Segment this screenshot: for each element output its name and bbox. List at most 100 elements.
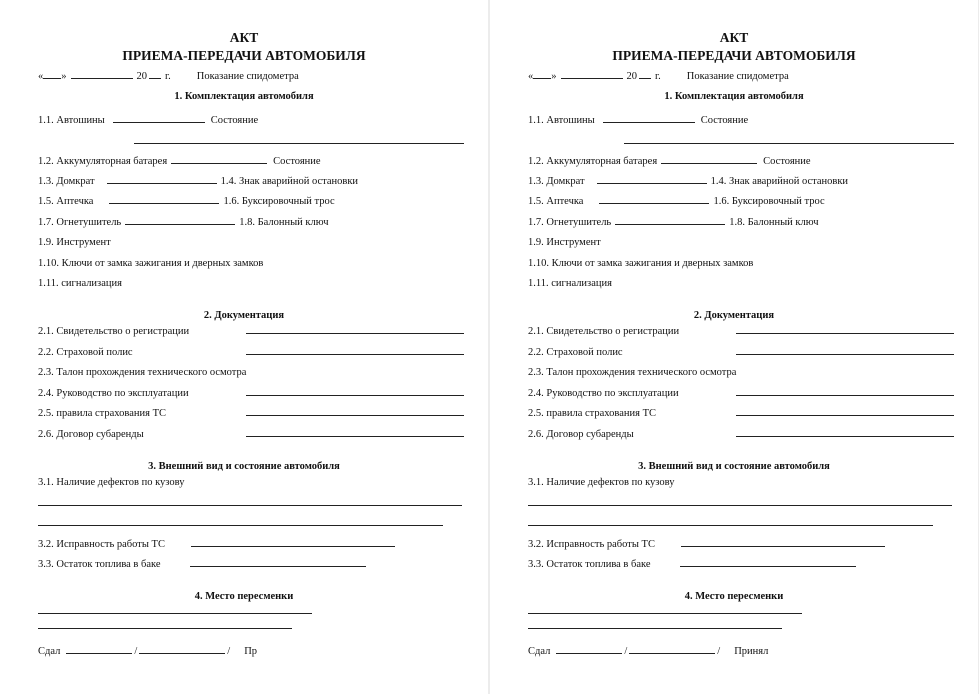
section4-heading: 4. Место пересменки xyxy=(684,591,784,602)
odometer-label: Показание спидометра xyxy=(196,71,299,82)
date-year-field[interactable] xyxy=(639,68,651,79)
date-month-field[interactable] xyxy=(560,68,623,79)
defects-extra-line-1[interactable] xyxy=(528,505,952,506)
jack-field[interactable] xyxy=(596,173,707,184)
extinguisher-label: 1.7. Огнетушитель xyxy=(528,217,612,228)
manual-field[interactable] xyxy=(246,385,464,396)
row-defects: 3.1. Наличие дефектов по кузову xyxy=(38,474,464,490)
tires-field[interactable] xyxy=(112,112,205,123)
insurance-rules-field[interactable] xyxy=(736,405,954,416)
row-jack: 1.3. Домкрат 1.4. Знак аварийной останов… xyxy=(528,173,954,189)
manual-label: 2.4. Руководство по эксплуатации xyxy=(528,388,679,399)
row-manual: 2.4. Руководство по эксплуатации xyxy=(38,385,464,401)
sublease-label: 2.6. Договор субаренды xyxy=(528,429,634,440)
first-aid-field[interactable] xyxy=(109,193,220,204)
date-odometer-row: « » 20 г. Показание спидометра xyxy=(38,68,464,84)
row-manual: 2.4. Руководство по эксплуатации xyxy=(528,385,954,401)
act-subtitle: ПРИЕМА-ПЕРЕДАЧИ АВТОМОБИЛЯ xyxy=(612,48,856,63)
warning-sign-label: 1.4. Знак аварийной остановки xyxy=(220,176,359,187)
row-inspection: 2.3. Талон прохождения технического осмо… xyxy=(38,364,464,380)
extinguisher-field[interactable] xyxy=(125,214,236,225)
working-order-field[interactable] xyxy=(680,536,885,547)
handed-name-field[interactable] xyxy=(629,643,716,654)
shift-place-line-2[interactable] xyxy=(38,628,292,629)
insurance-field[interactable] xyxy=(736,344,954,355)
handed-signature-field[interactable] xyxy=(66,643,133,654)
first-aid-label: 1.5. Аптечка xyxy=(38,196,94,207)
date-day-field[interactable] xyxy=(43,68,62,79)
shift-place-line-1[interactable] xyxy=(38,613,312,614)
tires-field[interactable] xyxy=(602,112,695,123)
signature-separator-2: / xyxy=(227,646,231,657)
battery-field[interactable] xyxy=(661,153,758,164)
row-sublease: 2.6. Договор субаренды xyxy=(38,426,464,442)
sublease-field[interactable] xyxy=(736,426,954,437)
fuel-field[interactable] xyxy=(679,556,856,567)
section3-heading: 3. Внешний вид и состояние автомобиля xyxy=(638,461,830,472)
row-fuel: 3.3. Остаток топлива в баке xyxy=(38,556,464,572)
date-quote-close: » xyxy=(551,71,557,82)
defects-extra-line-2[interactable] xyxy=(528,525,933,526)
signature-separator: / xyxy=(134,646,138,657)
tires-extra-line[interactable] xyxy=(624,143,954,144)
row-keys: 1.10. Ключи от замка зажигания и дверных… xyxy=(528,255,954,271)
date-quote-open: « xyxy=(38,71,44,82)
row-keys: 1.10. Ключи от замка зажигания и дверных… xyxy=(38,255,464,271)
date-odometer-row: « » 20 г. Показание спидометра xyxy=(528,68,954,84)
tires-state-label: Состояние xyxy=(700,115,749,126)
signature-row: Сдал / / Пр xyxy=(38,643,464,659)
defects-extra-line-2[interactable] xyxy=(38,525,443,526)
jack-field[interactable] xyxy=(106,173,217,184)
row-insurance-rules: 2.5. правила страхования ТС xyxy=(528,405,954,421)
extinguisher-field[interactable] xyxy=(615,214,726,225)
shift-place-line-1[interactable] xyxy=(528,613,802,614)
defects-extra-line-1[interactable] xyxy=(38,505,462,506)
alarm-label: 1.11. сигнализация xyxy=(38,278,122,289)
tires-extra-line[interactable] xyxy=(134,143,464,144)
handed-name-field[interactable] xyxy=(139,643,226,654)
manual-field[interactable] xyxy=(736,385,954,396)
registration-label: 2.1. Свидетельство о регистрации xyxy=(528,326,680,337)
insurance-field[interactable] xyxy=(246,344,464,355)
handed-signature-field[interactable] xyxy=(556,643,623,654)
jack-label: 1.3. Домкрат xyxy=(38,176,95,187)
row-first-aid: 1.5. Аптечка 1.6. Буксировочный трос xyxy=(528,193,954,209)
tools-label: 1.9. Инструмент xyxy=(528,237,601,248)
shift-place-line-2[interactable] xyxy=(528,628,782,629)
date-day-field[interactable] xyxy=(533,68,552,79)
date-month-field[interactable] xyxy=(70,68,133,79)
battery-label: 1.2. Аккумуляторная батарея xyxy=(528,156,658,167)
section4-heading: 4. Место пересменки xyxy=(194,591,294,602)
wheel-wrench-label: 1.8. Балонный ключ xyxy=(729,217,819,228)
tow-rope-label: 1.6. Буксировочный трос xyxy=(223,196,335,207)
sublease-field[interactable] xyxy=(246,426,464,437)
row-extinguisher: 1.7. Огнетушитель 1.8. Балонный ключ xyxy=(38,214,464,230)
registration-field[interactable] xyxy=(246,323,464,334)
row-extinguisher: 1.7. Огнетушитель 1.8. Балонный ключ xyxy=(528,214,954,230)
tires-label: 1.1. Автошины xyxy=(38,115,105,126)
extinguisher-label: 1.7. Огнетушитель xyxy=(38,217,122,228)
insurance-rules-field[interactable] xyxy=(246,405,464,416)
alarm-label: 1.11. сигнализация xyxy=(528,278,612,289)
row-battery: 1.2. Аккумуляторная батарея Состояние xyxy=(528,153,954,169)
registration-field[interactable] xyxy=(736,323,954,334)
keys-label: 1.10. Ключи от замка зажигания и дверных… xyxy=(38,258,264,269)
manual-label: 2.4. Руководство по эксплуатации xyxy=(38,388,189,399)
date-year-field[interactable] xyxy=(149,68,161,79)
received-label: Принял xyxy=(734,646,769,657)
date-quote-open: « xyxy=(528,71,534,82)
working-order-label: 3.2. Исправность работы ТС xyxy=(38,539,165,550)
fuel-label: 3.3. Остаток топлива в баке xyxy=(38,559,161,570)
fuel-field[interactable] xyxy=(189,556,366,567)
received-label: Пр xyxy=(244,646,258,657)
working-order-field[interactable] xyxy=(190,536,395,547)
row-alarm: 1.11. сигнализация xyxy=(528,275,954,291)
handed-label: Сдал xyxy=(528,646,551,657)
act-title: АКТ xyxy=(719,30,749,45)
first-aid-field[interactable] xyxy=(599,193,710,204)
row-insurance: 2.2. Страховой полис xyxy=(528,344,954,360)
act-sheet: АКТ ПРИЕМА-ПЕРЕДАЧИ АВТОМОБИЛЯ « » 20 г.… xyxy=(490,0,978,694)
signature-separator-2: / xyxy=(717,646,721,657)
battery-field[interactable] xyxy=(171,153,268,164)
sublease-label: 2.6. Договор субаренды xyxy=(38,429,144,440)
